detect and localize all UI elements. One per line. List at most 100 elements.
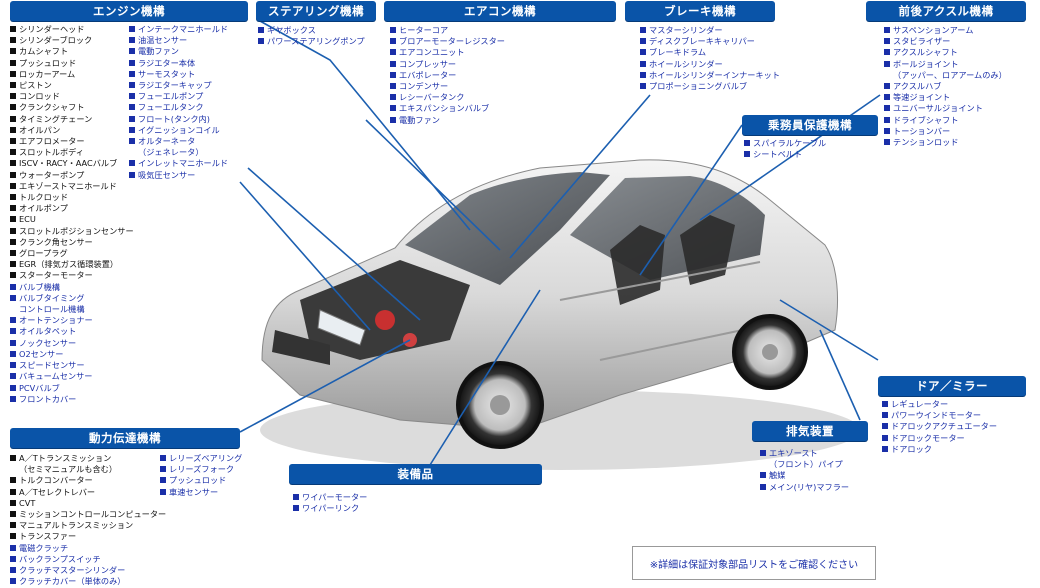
- list-item[interactable]: バルブ機構: [10, 282, 134, 293]
- list-item-label: （フロント）パイプ: [769, 459, 843, 470]
- bullet-square-icon: [882, 445, 888, 452]
- list-item[interactable]: 等速ジョイント: [884, 92, 1007, 103]
- list-item[interactable]: O2センサー: [10, 349, 134, 360]
- list-item[interactable]: クラッチカバー（単体のみ）: [10, 576, 166, 587]
- list-item[interactable]: エバポレーター: [390, 70, 505, 81]
- list-item[interactable]: オートテンショナー: [10, 315, 134, 326]
- list-item-label: コントロール機構: [19, 304, 85, 315]
- list-item-label: ロッカーアーム: [19, 68, 76, 79]
- list-item[interactable]: エキスパンションバルブ: [390, 103, 505, 114]
- list-item[interactable]: スパイラルケーブル: [744, 138, 826, 149]
- list-item[interactable]: インレットマニホールド: [129, 158, 228, 169]
- list-item[interactable]: サーモスタット: [129, 69, 228, 80]
- list-item[interactable]: フューエルタンク: [129, 102, 228, 113]
- list-item[interactable]: PCVバルブ: [10, 383, 134, 394]
- list-item[interactable]: エアコンユニット: [390, 47, 505, 58]
- list-item[interactable]: インテークマニホールド: [129, 24, 228, 35]
- list-item[interactable]: オルターネータ: [129, 136, 228, 147]
- list-item-label: スロットルポジションセンサー: [19, 225, 134, 236]
- list-item[interactable]: フューエルポンプ: [129, 91, 228, 102]
- header-exhaust: 排気装置: [752, 421, 868, 441]
- list-item-label: A／Tトランスミッション: [19, 453, 112, 463]
- list-item[interactable]: トーションバー: [884, 126, 1007, 137]
- list-item-label: イグニッションコイル: [138, 124, 220, 135]
- list-item[interactable]: レリーズベアリング: [160, 453, 242, 464]
- list-item[interactable]: プッシュロッド: [160, 475, 242, 486]
- list-item[interactable]: シートベルト: [744, 149, 826, 160]
- list-item[interactable]: ドアロック: [882, 444, 997, 455]
- list-item[interactable]: パワーステアリングポンプ: [258, 36, 365, 47]
- list-item[interactable]: ラジエターキャップ: [129, 80, 228, 91]
- list-item[interactable]: レシーバータンク: [390, 92, 505, 103]
- list-item[interactable]: フロントカバー: [10, 394, 134, 405]
- list-item[interactable]: 電動ファン: [129, 46, 228, 57]
- list-item[interactable]: ギヤボックス: [258, 25, 365, 36]
- list-item[interactable]: ワイパーリンク: [293, 503, 367, 514]
- list-item[interactable]: ブレーキドラム: [640, 47, 780, 58]
- list-item[interactable]: エキゾースト: [760, 448, 849, 459]
- list-item[interactable]: オイルタペット: [10, 326, 134, 337]
- list-item[interactable]: バルブタイミング: [10, 293, 134, 304]
- bullet-square-icon: [160, 455, 166, 461]
- list-item[interactable]: （フロント）パイプ: [760, 459, 849, 470]
- list-item[interactable]: （ジェネレータ）: [129, 147, 228, 158]
- list-item[interactable]: サスペンションアーム: [884, 25, 1007, 36]
- list-item[interactable]: コンデンサー: [390, 81, 505, 92]
- list-item[interactable]: ディスクブレーキキャリパー: [640, 36, 780, 47]
- list-item[interactable]: ドアロックモーター: [882, 433, 997, 444]
- list-item[interactable]: ホイールシリンダー: [640, 59, 780, 70]
- list-item[interactable]: ワイパーモーター: [293, 492, 367, 503]
- bullet-square-icon: [10, 488, 16, 495]
- list-item[interactable]: スピードセンサー: [10, 360, 134, 371]
- bullet-square-icon: [129, 104, 135, 111]
- list-item[interactable]: レリーズフォーク: [160, 464, 242, 475]
- list-item[interactable]: 電磁クラッチ: [10, 543, 166, 554]
- list-item[interactable]: テンションロッド: [884, 137, 1007, 148]
- bullet-square-icon: [882, 401, 888, 407]
- list-item[interactable]: プロポーショニングバルブ: [640, 81, 780, 92]
- list-item[interactable]: （アッパー、ロアアームのみ）: [884, 70, 1007, 81]
- list-item-label: ノックセンサー: [19, 337, 77, 348]
- list-item[interactable]: イグニッションコイル: [129, 125, 228, 136]
- list-item[interactable]: マスターシリンダー: [640, 25, 780, 36]
- list-item[interactable]: ノックセンサー: [10, 338, 134, 349]
- list-item[interactable]: ラジエター本体: [129, 58, 228, 69]
- list-item[interactable]: バキュームセンサー: [10, 371, 134, 382]
- list-item[interactable]: アクスルシャフト: [884, 47, 1007, 58]
- list-item[interactable]: 吸気圧センサー: [129, 170, 228, 181]
- list-item[interactable]: 触媒: [760, 470, 849, 481]
- list-item[interactable]: ボールジョイント: [884, 59, 1007, 70]
- list-item: ECU: [10, 214, 134, 225]
- list-item[interactable]: バックランプスイッチ: [10, 554, 166, 565]
- list-item[interactable]: パワーウインドモーター: [882, 410, 997, 421]
- bullet-square-icon: [10, 567, 16, 574]
- list-item-label: マスターシリンダー: [649, 25, 723, 35]
- list-item[interactable]: アクスルハブ: [884, 81, 1007, 92]
- list-item[interactable]: コンプレッサー: [390, 59, 505, 70]
- leader-equipment: [429, 289, 541, 466]
- list-item-label: アクスルハブ: [893, 81, 942, 92]
- bullet-square-icon: [10, 362, 16, 369]
- list-item-label: クランク角センサー: [19, 236, 93, 247]
- list-item[interactable]: ヒーターコア: [390, 25, 505, 36]
- list-item[interactable]: クラッチマスターシリンダー: [10, 565, 166, 576]
- list-item[interactable]: ドアロックアクチュエーター: [882, 421, 997, 432]
- list-item[interactable]: ユニバーサルジョイント: [884, 103, 1007, 114]
- list-item[interactable]: コントロール機構: [10, 304, 134, 315]
- list-item-label: ドアロックアクチュエーター: [891, 421, 998, 432]
- list-exhaust: エキゾースト（フロント）パイプ触媒メイン(リヤ)マフラー: [760, 448, 849, 493]
- list-item[interactable]: ホイールシリンダーインナーキット: [640, 70, 780, 81]
- list-item-label: 触媒: [769, 470, 786, 481]
- list-item[interactable]: 車速センサー: [160, 487, 242, 498]
- list-item[interactable]: 電動ファン: [390, 115, 505, 126]
- list-item[interactable]: スタビライザー: [884, 36, 1007, 47]
- list-item[interactable]: 油温センサー: [129, 35, 228, 46]
- list-item: エアフロメーター: [10, 136, 134, 147]
- list-item[interactable]: フロート(タンク内): [129, 114, 228, 125]
- list-item[interactable]: ドライブシャフト: [884, 115, 1007, 126]
- list-item[interactable]: レギュレーター: [882, 399, 997, 410]
- bullet-square-icon: [129, 70, 135, 77]
- bullet-square-icon: [129, 138, 135, 145]
- list-item[interactable]: メイン(リヤ)マフラー: [760, 482, 849, 493]
- list-item[interactable]: ブロアーモーターレジスター: [390, 36, 505, 47]
